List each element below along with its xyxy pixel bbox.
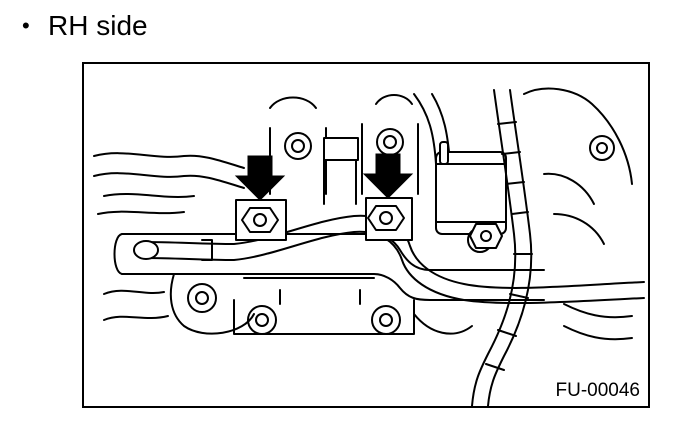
mounting-bolt-left	[235, 199, 287, 241]
down-arrow-icon	[362, 153, 414, 199]
upper-mounting-bosses	[269, 94, 419, 205]
engine-casting-left	[93, 152, 245, 215]
technical-illustration	[93, 87, 645, 406]
mounting-bolt-far-right	[469, 223, 503, 249]
bullet-point: •	[22, 13, 30, 38]
down-arrow-icon	[234, 155, 286, 201]
section-heading: RH side	[48, 10, 148, 41]
section-heading-row: • RH side	[22, 6, 148, 46]
lower-mounting-bosses	[103, 273, 633, 341]
figure-label: FU-00046	[555, 380, 641, 401]
pressure-regulator	[435, 141, 507, 253]
callout-arrows	[234, 153, 414, 201]
technical-illustration-frame: FU-00046	[82, 62, 650, 408]
wiring-harness	[471, 89, 533, 406]
mounting-bolt-right	[365, 197, 413, 241]
